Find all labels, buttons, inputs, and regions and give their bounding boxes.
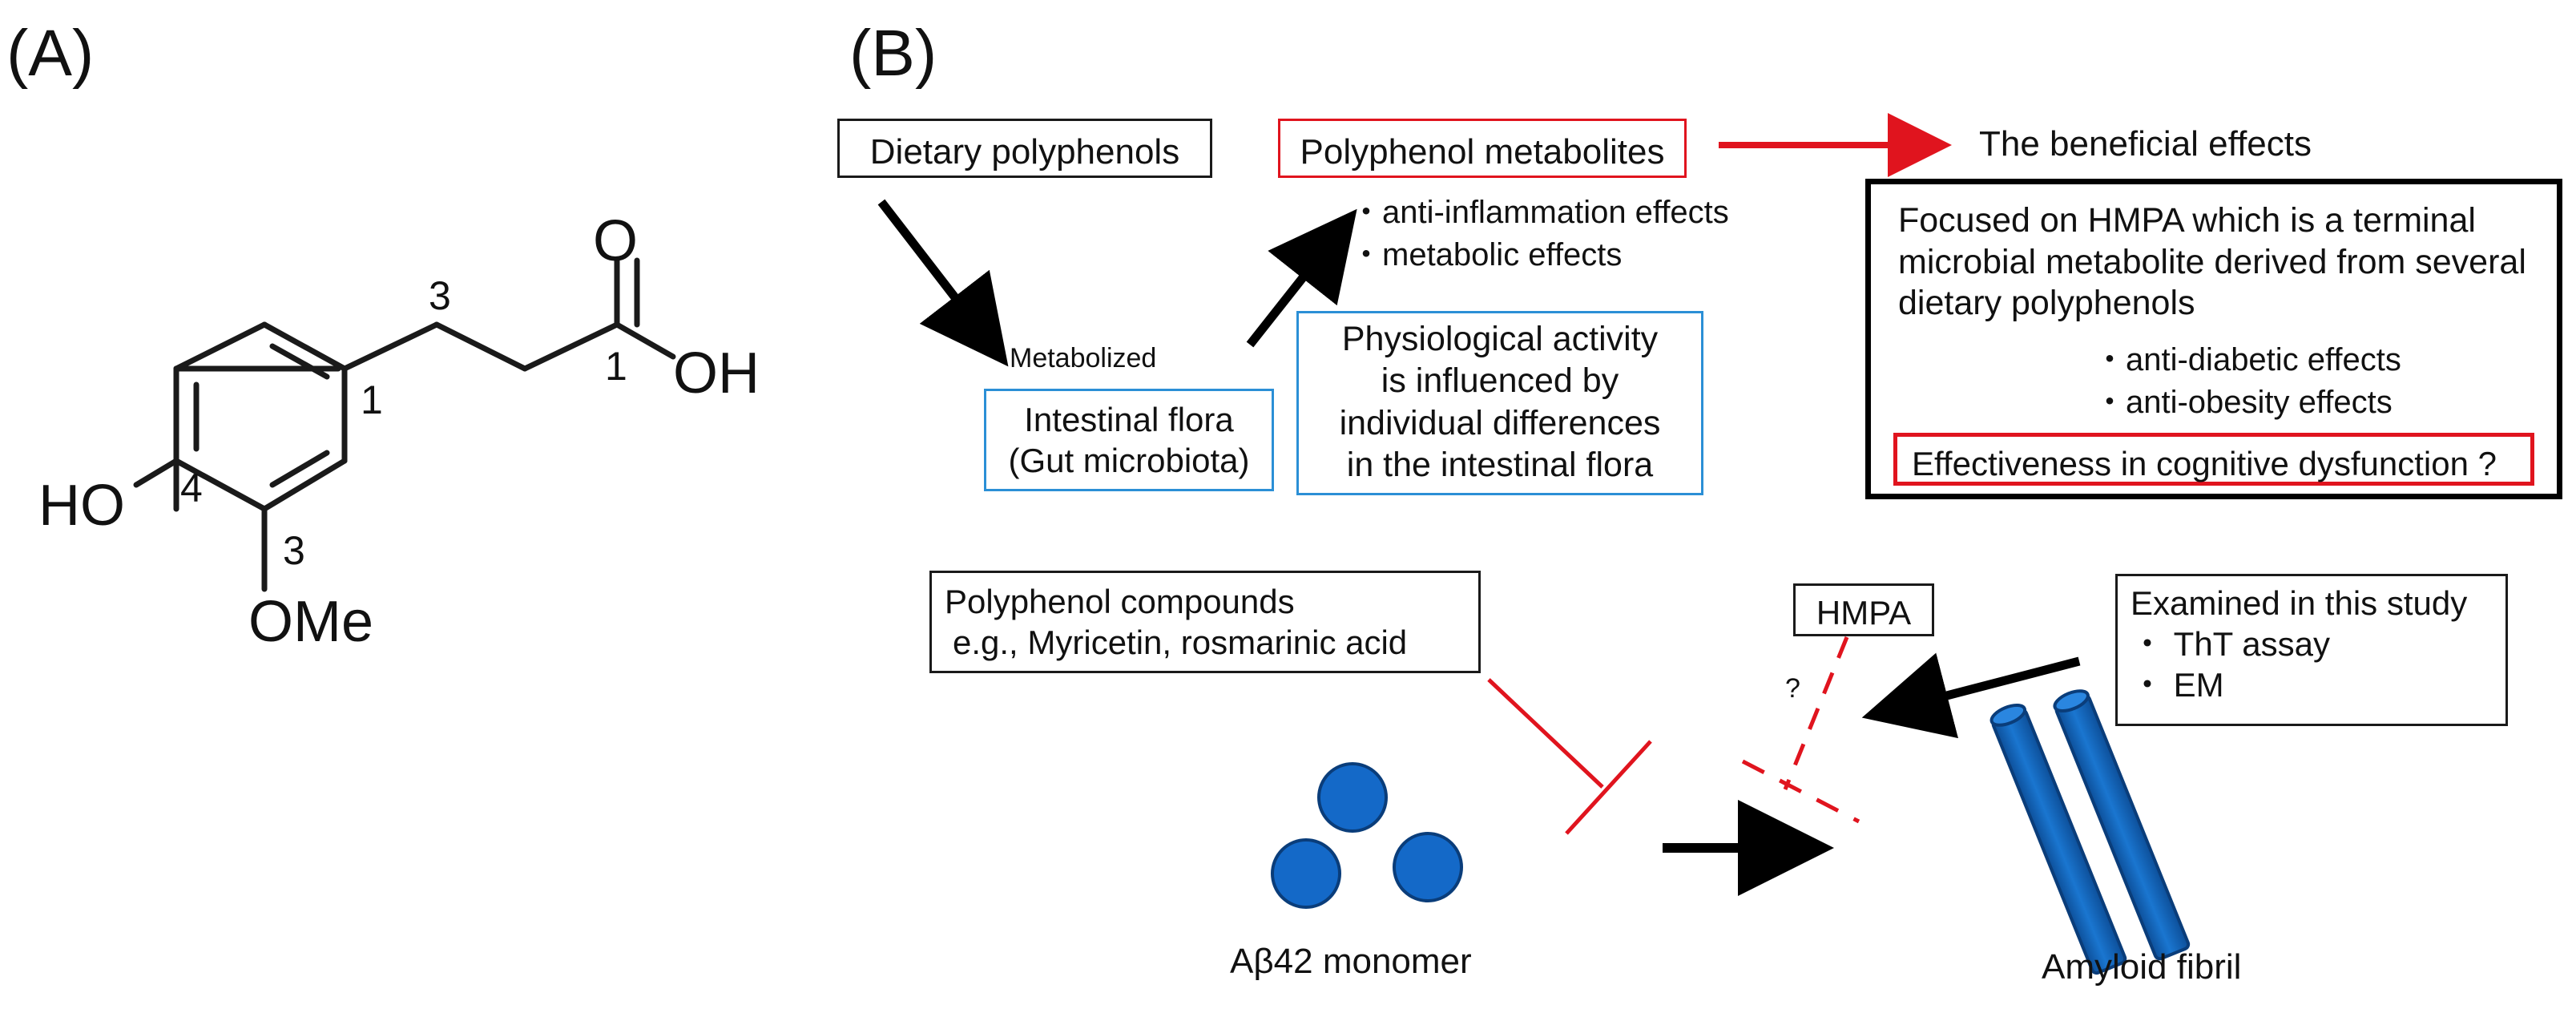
polyphenol-compounds-title: Polyphenol compounds: [945, 583, 1295, 620]
inhibition-bar: [1565, 740, 1652, 835]
physiological-line: individual differences: [1339, 403, 1661, 442]
dietary-polyphenols-text: Dietary polyphenols: [869, 132, 1180, 172]
locant-ring-3: 3: [283, 528, 305, 573]
physiological-line: in the intestinal flora: [1346, 446, 1654, 485]
locant-chain-1: 1: [605, 344, 627, 389]
connectors: [877, 113, 2081, 896]
anti-inflammation-effect: ・anti-inflammation effects: [1350, 195, 1729, 230]
polyphenol-metabolites-box: Polyphenol metabolites: [1278, 119, 1687, 178]
amyloid-fibril-label: Amyloid fibril: [2042, 947, 2242, 987]
examined-box: Examined in this study ・ ThT assay ・ EM: [2115, 574, 2508, 726]
dietary-polyphenols-box: Dietary polyphenols: [837, 119, 1212, 178]
focus-line: Focused on HMPA which is a terminal: [1898, 201, 2476, 240]
hmpa-focus-box: Focused on HMPA which is a terminal micr…: [1865, 179, 2562, 499]
monomer-sphere: [1393, 832, 1463, 902]
intestinal-flora-line: (Gut microbiota): [1008, 442, 1250, 480]
hmpa-text: HMPA: [1816, 594, 1912, 632]
hmpa-dashed-line: [1783, 636, 1849, 790]
anti-obesity-effect: ・anti-obesity effects: [2094, 385, 2393, 420]
metabolic-effect: ・metabolic effects: [1350, 237, 1623, 272]
locant-ring-4: 4: [180, 466, 203, 511]
locant-ring-1: 1: [361, 377, 383, 422]
arrow-examined: [1861, 652, 2081, 739]
anti-diabetic-effect: ・anti-diabetic effects: [2094, 342, 2401, 377]
physiological-line: is influenced by: [1381, 361, 1619, 401]
intestinal-flora-line: Intestinal flora: [1024, 401, 1234, 438]
beneficial-effects-text: The beneficial effects: [1979, 124, 2312, 163]
arrow-metabolize: [877, 199, 1009, 367]
carbonyl-oxygen: O: [593, 209, 639, 273]
monomer-sphere: [1271, 838, 1341, 909]
acid-hydroxyl: OH: [673, 341, 760, 406]
focus-line: dietary polyphenols: [1898, 284, 2195, 323]
monomer-sphere: [1317, 762, 1388, 833]
examined-item: ・ ThT assay: [2131, 625, 2330, 664]
inhibition-line: [1487, 678, 1604, 789]
hmpa-question-mark: ?: [1785, 673, 1800, 704]
physiological-activity-box: Physiological activity is influenced by …: [1296, 311, 1703, 495]
hmpa-dashed-bar: [1741, 759, 1860, 824]
examined-item: ・ EM: [2131, 666, 2224, 704]
metabolized-label: Metabolized: [1010, 343, 1157, 373]
cognitive-question-text: Effectiveness in cognitive dysfunction ?: [1912, 445, 2497, 482]
polyphenol-metabolites-text: Polyphenol metabolites: [1300, 132, 1665, 172]
physiological-line: Physiological activity: [1341, 320, 1659, 358]
panel-b-label: (B): [849, 17, 937, 90]
abeta-monomer-spheres: [1271, 762, 1463, 909]
abeta-monomer-label: Aβ42 monomer: [1230, 942, 1472, 981]
polyphenol-compounds-box: Polyphenol compounds e.g., Myricetin, ro…: [929, 571, 1481, 673]
cognitive-question-box: Effectiveness in cognitive dysfunction ?: [1893, 433, 2534, 486]
hmpa-box: HMPA: [1793, 583, 1934, 636]
panel-a-label: (A): [6, 17, 95, 90]
methoxy-group: OMe: [248, 590, 374, 654]
amyloid-fibril-rods: [1989, 689, 2191, 975]
arrow-to-metabolites: [1246, 208, 1357, 348]
intestinal-flora-box: Intestinal flora (Gut microbiota): [984, 389, 1274, 491]
focus-line: microbial metabolite derived from severa…: [1898, 242, 2526, 281]
polyphenol-compounds-examples: e.g., Myricetin, rosmarinic acid: [953, 624, 1408, 662]
locant-chain-3: 3: [429, 273, 451, 318]
hmpa-structure: [133, 257, 676, 592]
ring-hydroxyl: HO: [38, 474, 125, 538]
examined-title: Examined in this study: [2131, 584, 2468, 622]
